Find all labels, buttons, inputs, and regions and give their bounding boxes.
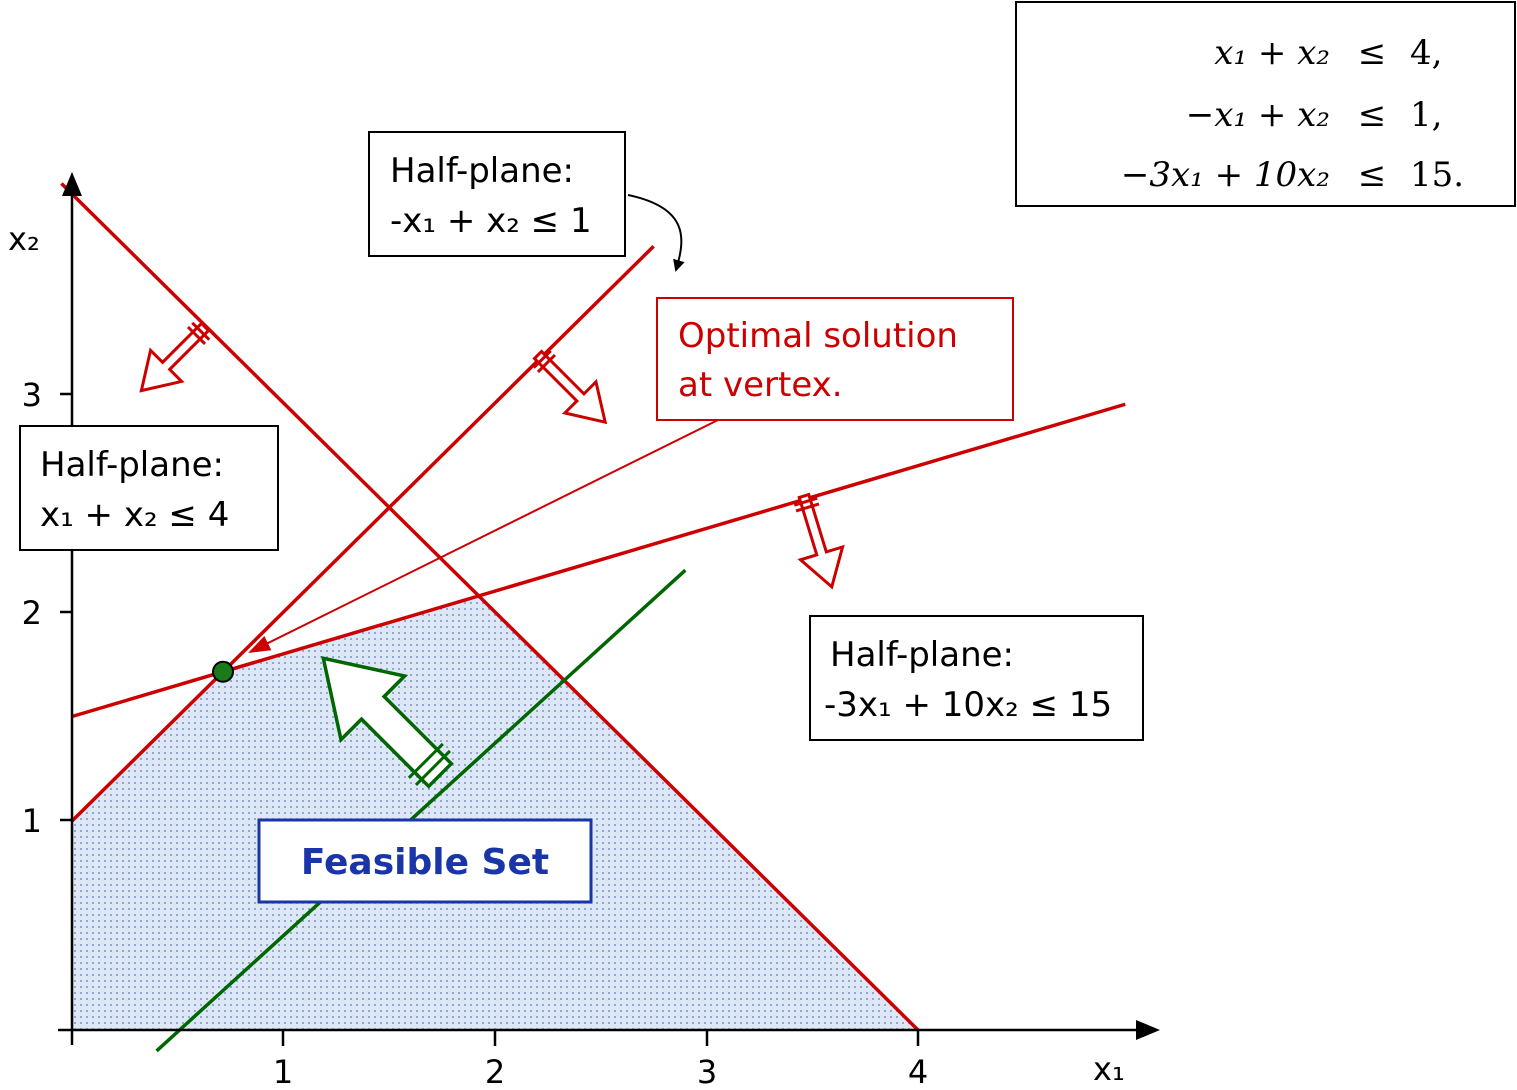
label-optimal-line-1: Optimal solution <box>678 316 958 356</box>
y-axis-label: x₂ <box>8 220 40 258</box>
constraint-row-3-rhs: 15. <box>1410 155 1464 195</box>
constraint-row-1-lhs: x₁ + x₂ <box>1214 33 1330 73</box>
constraint-line-neg3x1-plus-10x2 <box>71 402 1126 719</box>
label-halfplane-c3-title: Half-plane: <box>830 635 1014 675</box>
label-halfplane-c3-expr: -3x₁ + 10x₂ ≤ 15 <box>824 685 1112 725</box>
optimal-pointer-line <box>248 419 719 653</box>
label-feasible-set: Feasible Set <box>257 818 593 904</box>
y-tick-label-1: 1 <box>22 802 42 840</box>
constraint-row-2-rhs: 1, <box>1410 95 1442 135</box>
x-axis-arrowhead <box>1136 1020 1160 1040</box>
y-axis-arrowhead <box>62 172 82 196</box>
constraint-line-neg-x1-plus-x2 <box>70 245 655 823</box>
axes: 1 2 3 4 1 2 3 x₁ x₂ <box>8 172 1160 1090</box>
optimal-vertex-point <box>212 660 235 683</box>
x-axis-label: x₁ <box>1093 1050 1125 1088</box>
label-halfplane-c1-title: Half-plane: <box>40 445 224 485</box>
x-tick-label-1: 1 <box>273 1053 293 1090</box>
label-halfplane-c3: Half-plane: -3x₁ + 10x₂ ≤ 15 <box>809 615 1144 741</box>
constraint-row-3-lhs: −3x₁ + 10x₂ <box>1121 155 1330 195</box>
x-tick-label-3: 3 <box>697 1053 717 1090</box>
halfplane-arrow-c1 <box>139 321 211 393</box>
y-tick-label-2: 2 <box>22 594 42 632</box>
halfplane-arrow-c3 <box>793 492 845 590</box>
label-optimal-solution: Optimal solution at vertex. <box>656 297 1014 421</box>
constraint-row-2-lhs: −x₁ + x₂ <box>1186 95 1330 135</box>
label-halfplane-c2-title: Half-plane: <box>390 151 574 191</box>
constraint-row-1-rel: ≤ <box>1358 33 1387 73</box>
halfplane-arrow-c2 <box>532 349 608 425</box>
label-feasible-set-text: Feasible Set <box>301 842 549 883</box>
objective-line <box>155 568 687 1053</box>
x-tick-label-4: 4 <box>908 1053 928 1090</box>
constraint-row-3-rel: ≤ <box>1358 155 1387 195</box>
constraint-row-2-rel: ≤ <box>1358 95 1387 135</box>
constraint-row-1-rhs: 4, <box>1410 33 1442 73</box>
label-halfplane-c2: Half-plane: -x₁ + x₂ ≤ 1 <box>368 131 626 257</box>
constraints-box: x₁ + x₂ ≤ 4, −x₁ + x₂ ≤ 1, −3x₁ + 10x₂ ≤… <box>1015 1 1516 207</box>
objective-direction-arrow <box>321 656 454 789</box>
label-halfplane-c1: Half-plane: x₁ + x₂ ≤ 4 <box>19 425 279 551</box>
feasible-region <box>72 595 918 1030</box>
x-tick-label-2: 2 <box>485 1053 505 1090</box>
label-halfplane-c2-expr: -x₁ + x₂ ≤ 1 <box>390 201 592 241</box>
label-halfplane-c1-expr: x₁ + x₂ ≤ 4 <box>40 495 229 535</box>
label-optimal-line-2: at vertex. <box>678 365 843 405</box>
y-tick-label-3: 3 <box>22 376 42 414</box>
label-halfplane-c2-pointer <box>627 194 685 272</box>
